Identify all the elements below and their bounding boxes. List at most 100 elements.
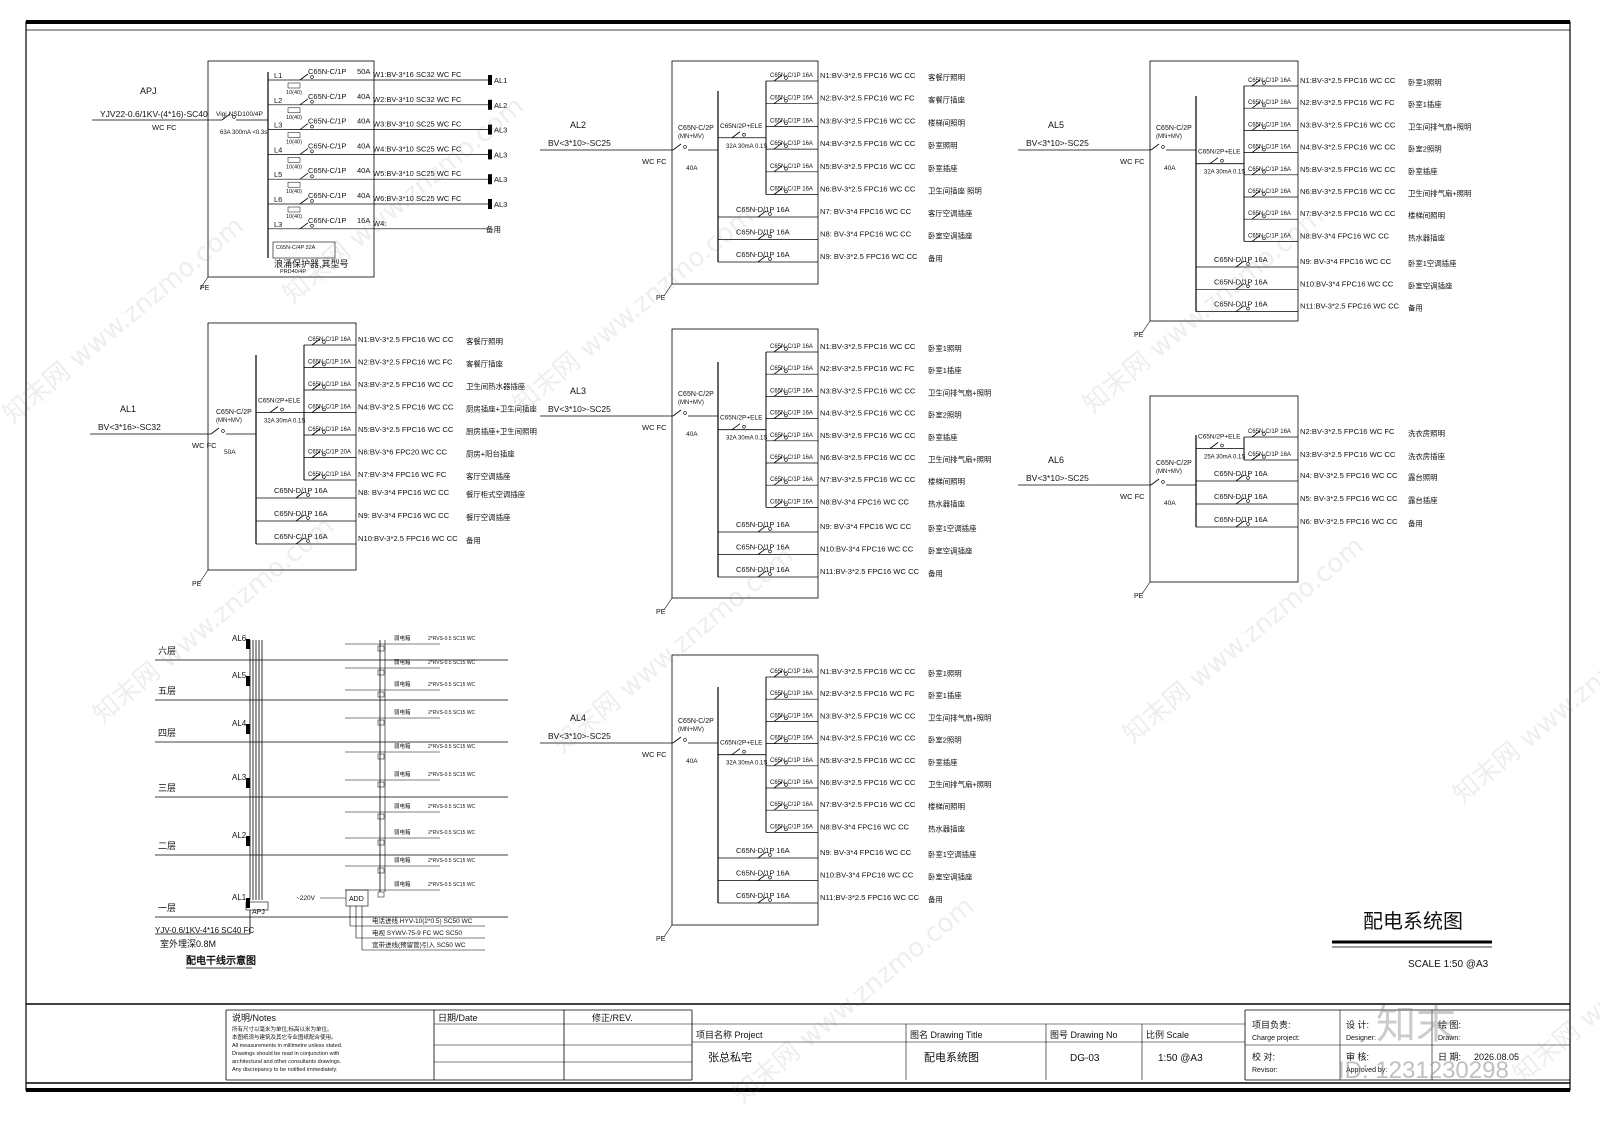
al3-name: AL3 xyxy=(570,386,586,396)
circuit-use-al1: 餐厅柜式空调插座 xyxy=(466,490,526,499)
circuit-use-al2: 卧室照明 xyxy=(928,141,958,150)
circuit-use-al5: 卫生间排气扇+照明 xyxy=(1408,122,1471,131)
al5-rcd-rating: 32A 30mA 0.1S xyxy=(1204,170,1245,176)
riser-bottom-note: 电视 SYWV-75-9 FC WC SC50 xyxy=(372,928,462,937)
riser-title: 配电干线示意图 xyxy=(186,954,256,967)
title-header: 图名 Drawing Title xyxy=(910,1029,983,1040)
circuit-breaker-al6: C65N-D/1P 16A xyxy=(1214,469,1268,478)
riser-feeder: YJV-0.6/1KV-4*16 SC40 FC xyxy=(155,926,254,935)
al6-rcd-rating: 25A 30mA 0.1S xyxy=(1204,455,1245,461)
circuit-cable-al4: N2:BV-3*2.5 FPC16 WC FC xyxy=(820,689,915,698)
design-label-en: Designer: xyxy=(1346,1035,1376,1042)
al6-name: AL6 xyxy=(1048,455,1064,465)
al3-box xyxy=(671,328,819,599)
circuit-cable-al6: N6: BV-3*2.5 FPC16 WC CC xyxy=(1300,517,1398,526)
al6-main-breaker-sub: (MN+MV) xyxy=(1156,469,1182,475)
circuit-breaker-al1: C65N-D/1P 16A xyxy=(274,486,328,495)
circuit-cable-al5: N7:BV-3*2.5 FPC16 WC CC xyxy=(1300,209,1396,218)
notes-line: 所有尺寸以毫米为单位,标高以米为单位。 xyxy=(232,1025,333,1033)
circuit-breaker-al5: C65N-C/1P 16A xyxy=(1248,78,1291,84)
check-label-en: Revisor: xyxy=(1252,1067,1278,1074)
circuit-use-al4: 卫生间排气扇+照明 xyxy=(928,780,991,789)
circuit-cable-al2: N8: BV-3*4 FPC16 WC CC xyxy=(820,230,912,239)
circuit-use-al5: 卧室2照明 xyxy=(1408,145,1442,154)
circuit-breaker-al1: C65N-C/1P 16A xyxy=(308,360,351,366)
circuit-use-al5: 卧室插座 xyxy=(1408,167,1438,176)
apj-target: AL3 xyxy=(494,126,507,135)
al6-feeder-lay: WC FC xyxy=(1120,492,1145,501)
circuit-use-al1: 客餐厅照明 xyxy=(466,337,503,346)
rcd-module xyxy=(287,181,301,188)
floor-label: 五层 xyxy=(158,686,176,696)
circuit-cable-al4: N10:BV-3*4 FPC16 WC CC xyxy=(820,871,914,880)
rcd-module xyxy=(287,82,301,89)
charge-label-en: Charge project: xyxy=(1252,1035,1300,1042)
al3-main-breaker: C65N-C/2P xyxy=(678,391,714,398)
circuit-use-al6: 露台插座 xyxy=(1408,496,1438,505)
circuit-use-al2: 卧室插座 xyxy=(928,164,958,173)
apj-target: 备用 xyxy=(486,224,501,234)
circuit-breaker-al4: C65N-C/1P 16A xyxy=(770,669,813,675)
circuit-use-al3: 卧室空调插座 xyxy=(928,547,973,556)
circuit-use-al4: 卧室1照明 xyxy=(928,669,962,678)
apj-phase: L6 xyxy=(274,195,282,204)
circuit-cable-al2: N6:BV-3*2.5 FPC16 WC CC xyxy=(820,185,916,194)
apj-cable: W4:BV-3*10 SC25 WC FC xyxy=(373,144,462,153)
circuit-breaker-al1: C65N-C/1P 20A xyxy=(308,450,351,456)
circuit-use-al4: 卫生间排气扇+照明 xyxy=(928,713,991,722)
circuit-cable-al4: N11:BV-3*2.5 FPC16 WC CC xyxy=(820,893,920,902)
circuit-cable-al4: N7:BV-3*2.5 FPC16 WC CC xyxy=(820,800,916,809)
al2-feeder-lay: WC FC xyxy=(642,157,667,166)
al4-rcd: C65N/2P+ELE xyxy=(720,740,763,747)
circuit-breaker-al1: C65N-C/1P 16A xyxy=(308,405,351,411)
circuit-cable-al4: N3:BV-3*2.5 FPC16 WC CC xyxy=(820,711,916,720)
outlet-box xyxy=(377,719,385,726)
circuit-breaker-al3: C65N-C/1P 16A xyxy=(770,411,813,417)
riser-device: 弱电箱 xyxy=(394,770,411,778)
circuit-use-al4: 卧室2照明 xyxy=(928,736,962,745)
circuit-breaker-al1: C65N-C/1P 16A xyxy=(308,337,351,343)
circuit-cable-al1: N2:BV-3*2.5 FPC16 WC FC xyxy=(358,358,453,367)
date-label: 日 期: xyxy=(1438,1052,1461,1062)
riser-box-label: AL1 xyxy=(232,893,247,902)
circuit-breaker-al1: C65N-C/1P 16A xyxy=(308,472,351,478)
outlet-box xyxy=(377,891,385,898)
apj-main-rating: 63A 300mA <0.3s xyxy=(220,130,267,136)
watermark-logo: 知末 xyxy=(1376,1003,1456,1047)
notes-line: Any discrepancy to be notified immediate… xyxy=(232,1067,338,1073)
circuit-use-al3: 备用 xyxy=(928,569,943,578)
notes-line: 本图纸须与建筑及其它专业图纸配合使用。 xyxy=(232,1033,337,1041)
outlet-box xyxy=(377,753,385,760)
apj-breaker: C65N-C/1P xyxy=(308,191,346,200)
circuit-cable-al4: N9: BV-3*4 FPC16 WC CC xyxy=(820,848,912,857)
circuit-breaker-al5: C65N-C/1P 16A xyxy=(1248,189,1291,195)
riser-device: 弱电箱 xyxy=(394,708,411,716)
floor-label: 一层 xyxy=(158,903,176,913)
apj-riser-box xyxy=(245,901,269,911)
circuit-cable-al1: N4:BV-3*2.5 FPC16 WC CC xyxy=(358,403,454,412)
al5-main-breaker: C65N-C/2P xyxy=(1156,125,1192,132)
apj-phase: L3 xyxy=(274,220,282,229)
riser-device: 弱电箱 xyxy=(394,880,411,888)
al6-box xyxy=(1149,395,1299,583)
circuit-use-al2: 备用 xyxy=(928,254,943,263)
circuit-use-al3: 卧室1插座 xyxy=(928,366,962,375)
title-block: 说明/Notes 所有尺寸以毫米为单位,标高以米为单位。本图纸须与建筑及其它专业… xyxy=(26,1003,1570,1084)
apj-target: AL1 xyxy=(494,76,507,85)
circuit-use-al3: 卧室插座 xyxy=(928,433,958,442)
circuit-breaker-al5: C65N-C/1P 16A xyxy=(1248,211,1291,217)
circuit-use-al1: 卫生间热水器插座 xyxy=(466,382,526,391)
circuit-cable-al1: N10:BV-3*2.5 FPC16 WC CC xyxy=(358,534,458,543)
circuit-use-al2: 卫生间插座 照明 xyxy=(928,187,982,196)
apj-cable: W1:BV-3*16 SC32 WC FC xyxy=(373,70,462,79)
riser-device-cable: 2*RVS-0.5 SC15 WC xyxy=(428,830,476,836)
al2-name: AL2 xyxy=(570,120,586,130)
circuit-breaker-al5: C65N-D/1P 16A xyxy=(1214,255,1268,264)
al2-main-breaker-sub: (MN+MV) xyxy=(678,134,704,140)
apj-outgoing-terminal xyxy=(488,199,492,209)
al3-main-breaker-sub: (MN+MV) xyxy=(678,400,704,406)
circuit-breaker-al1: C65N-C/1P 16A xyxy=(308,382,351,388)
